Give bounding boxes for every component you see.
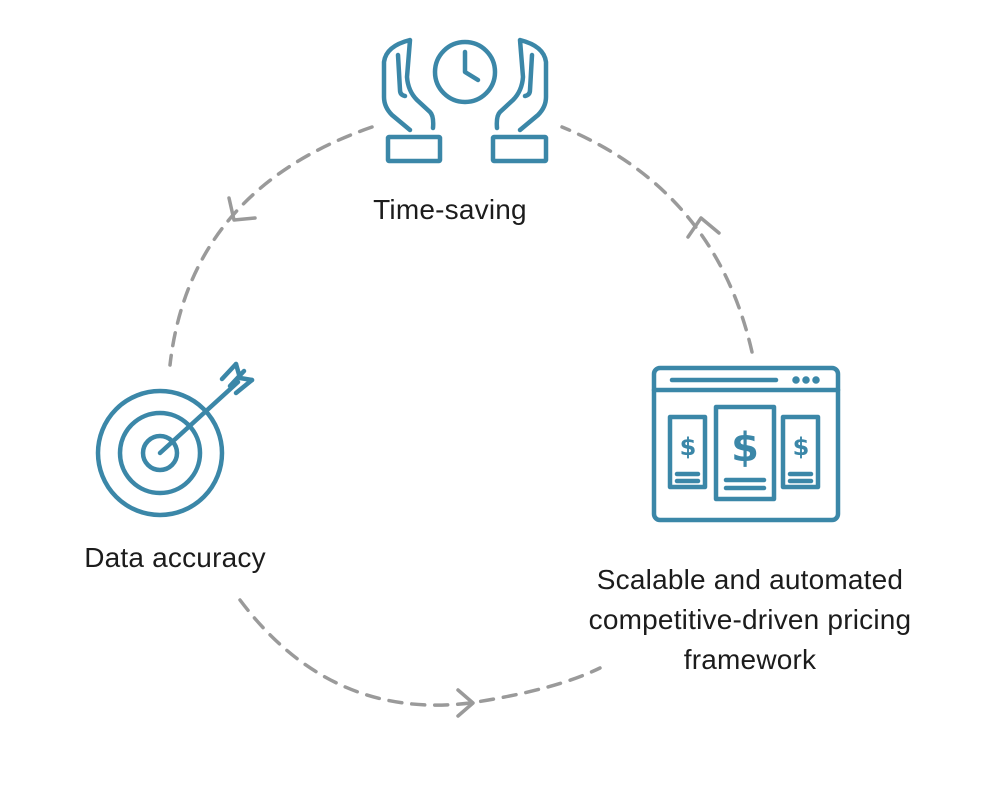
cycle-connectors xyxy=(168,125,754,707)
dollar-sign-icons: $ $ $ xyxy=(680,425,810,471)
data-accuracy-label: Data accuracy xyxy=(84,542,266,573)
target-arrow-icon xyxy=(95,361,255,518)
pricing-framework-label: Scalable and automated competitive-drive… xyxy=(510,560,990,680)
pricing-label-line-1: Scalable and automated xyxy=(596,564,904,595)
pricing-label-line-3: framework xyxy=(683,644,817,675)
connector-accuracy-to-pricing xyxy=(238,598,602,707)
dollar-icon-center: $ xyxy=(731,425,759,471)
cycle-arrowheads xyxy=(227,196,721,718)
dollar-icon-right: $ xyxy=(793,433,810,461)
connector-pricing-to-time xyxy=(560,125,754,354)
connector-time-to-accuracy xyxy=(168,125,374,367)
arrowhead-right-arc xyxy=(686,216,721,239)
time-saving-label: Time-saving xyxy=(373,194,527,225)
pricing-window-icon xyxy=(651,365,841,523)
dollar-icon-left: $ xyxy=(680,433,697,461)
arrowhead-bottom-arc xyxy=(456,688,475,718)
hands-clock-icon xyxy=(381,37,549,164)
arrowhead-left-arc xyxy=(227,196,257,222)
pricing-label-line-2: competitive-driven pricing xyxy=(588,604,912,635)
